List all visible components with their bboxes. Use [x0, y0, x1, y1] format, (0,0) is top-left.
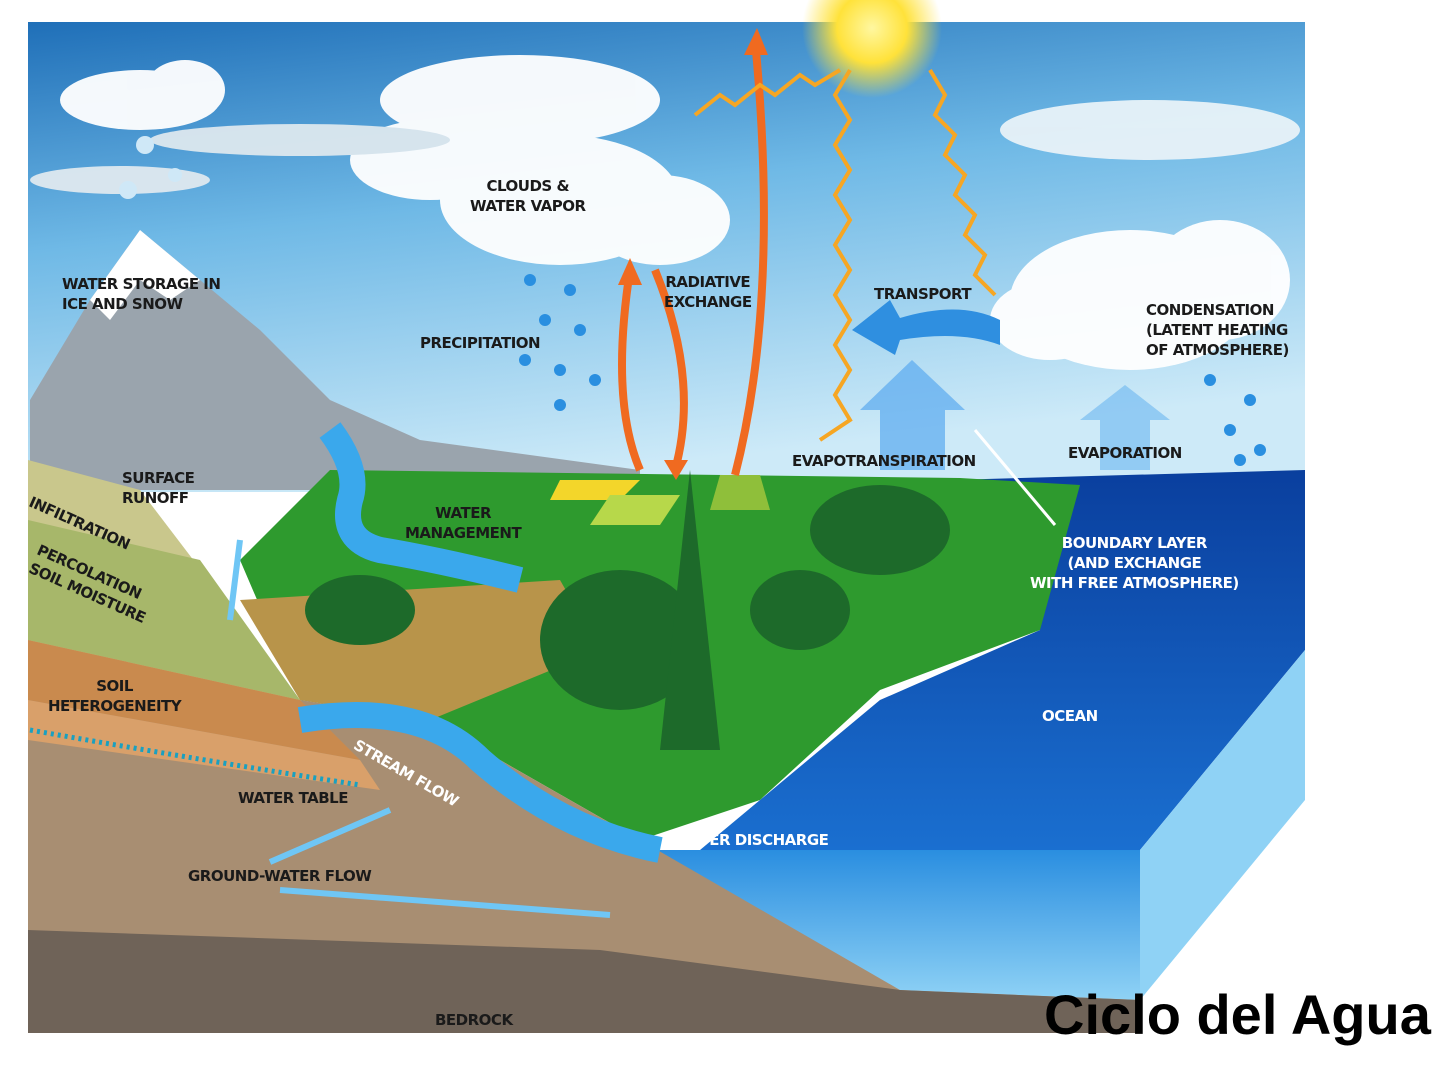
label-transport: TRANSPORT [874, 285, 972, 303]
evaporation-arrow [1080, 385, 1170, 470]
stream [297, 422, 663, 863]
clouds [30, 55, 1300, 370]
label-condensation: CONDENSATION (LATENT HEATING OF ATMOSPHE… [1146, 301, 1289, 359]
snowflakes [119, 136, 182, 199]
evapotranspiration-arrow [860, 360, 965, 470]
transport-arrow [852, 300, 1000, 355]
label-boundary-layer: BOUNDARY LAYER (AND EXCHANGE WITH FREE A… [1030, 534, 1239, 592]
label-radiative-exchange: RADIATIVE EXCHANGE [664, 273, 752, 311]
page-title: Ciclo del Agua [1044, 983, 1431, 1046]
label-clouds-water-vapor: CLOUDS & WATER VAPOR [470, 177, 586, 215]
label-precipitation: PRECIPITATION [420, 334, 541, 352]
label-surface-runoff: SURFACE RUNOFF [122, 469, 195, 507]
bedrock [28, 930, 1140, 1033]
label-groundwater-flow: GROUND-WATER FLOW [188, 867, 372, 885]
label-bedrock: BEDROCK [435, 1011, 513, 1029]
label-soil-heterogeneity: SOIL HETEROGENEITY [48, 677, 182, 715]
rain-drops [519, 274, 1266, 466]
ocean [700, 470, 1305, 850]
trees [305, 470, 950, 750]
mountain [30, 230, 640, 490]
label-evapotranspiration: EVAPOTRANSPIRATION [792, 452, 976, 470]
label-river-discharge: RIVER DISCHARGE [682, 831, 829, 849]
label-evaporation: EVAPORATION [1068, 444, 1182, 462]
label-ice-snow: WATER STORAGE IN ICE AND SNOW [62, 275, 221, 313]
label-water-table: WATER TABLE [238, 789, 348, 807]
sunlight-waves [693, 68, 997, 442]
label-ocean: OCEAN [1042, 707, 1098, 725]
label-water-management: WATER MANAGEMENT [405, 504, 522, 542]
radiation-arrows [618, 39, 768, 476]
groundwater-arrows [227, 539, 611, 918]
